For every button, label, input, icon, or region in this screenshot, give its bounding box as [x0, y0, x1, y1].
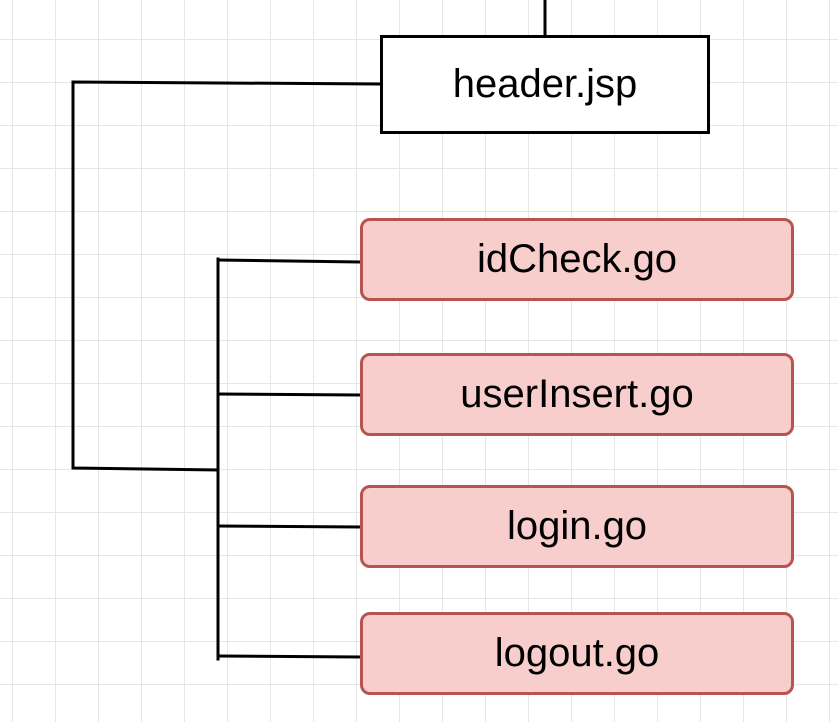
node-login-go-label: login.go — [506, 504, 648, 548]
node-userinsert-go-label: userInsert.go — [460, 372, 694, 416]
node-logout-go[interactable]: logout.go — [360, 612, 794, 695]
connector-branch-logout — [216, 654, 361, 659]
connector-branch-login — [216, 524, 361, 529]
connector-branch-userinsert — [216, 392, 361, 397]
connector-branch-idcheck — [216, 258, 361, 264]
node-idcheck-go-label: idCheck.go — [476, 237, 678, 281]
node-header-jsp[interactable]: header.jsp — [380, 35, 710, 134]
connector-root-to-group — [71, 80, 381, 472]
node-idcheck-go[interactable]: idCheck.go — [360, 218, 794, 301]
node-logout-go-label: logout.go — [494, 631, 660, 675]
node-login-go[interactable]: login.go — [360, 485, 794, 568]
node-userinsert-go[interactable]: userInsert.go — [360, 353, 794, 436]
node-header-jsp-label: header.jsp — [452, 62, 638, 106]
